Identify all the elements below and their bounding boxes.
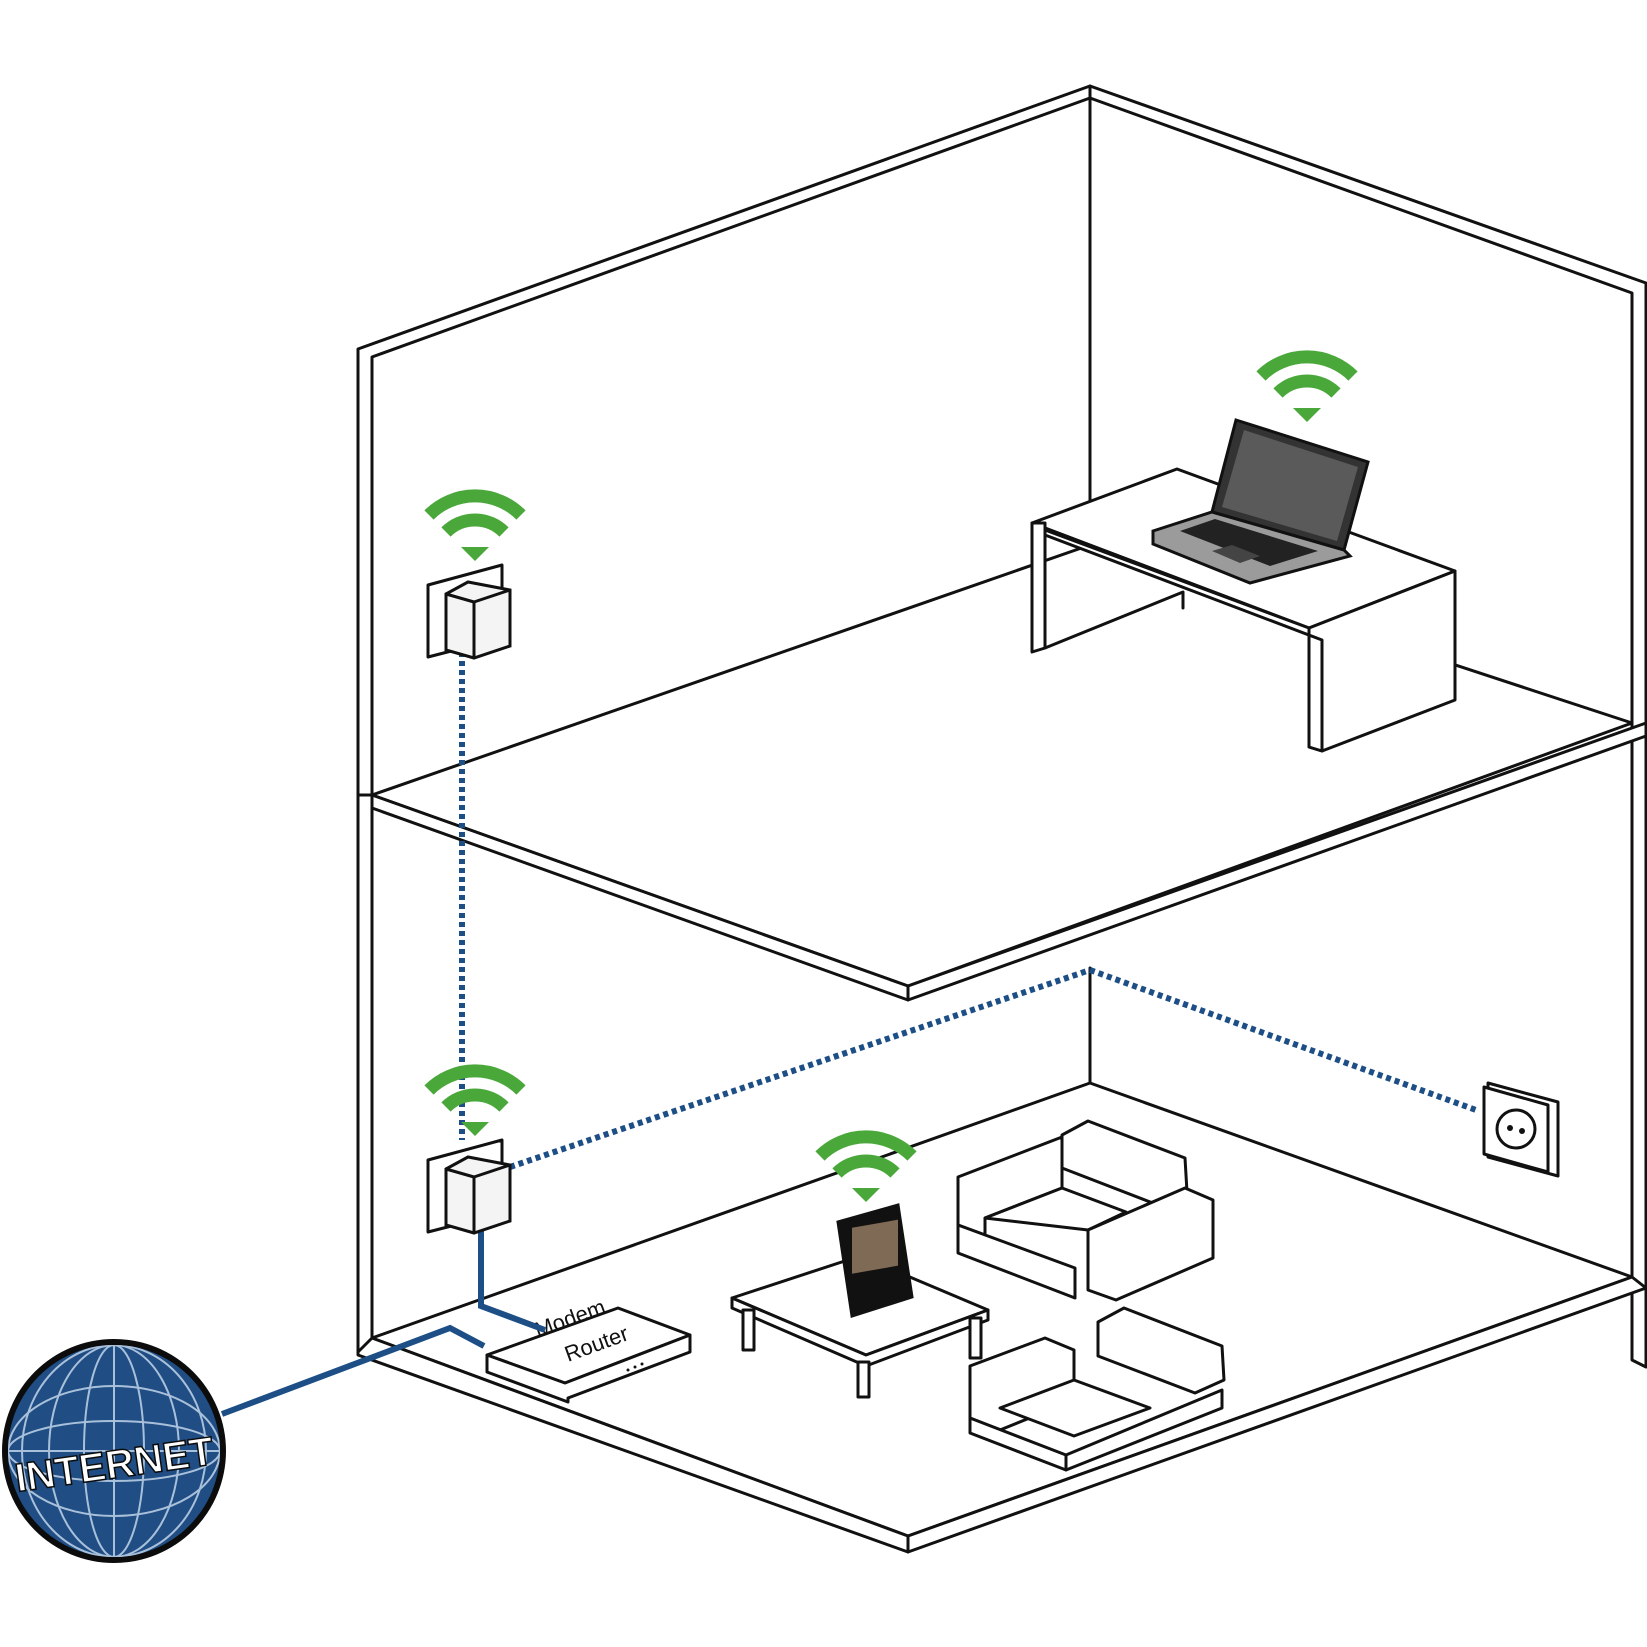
wifi-icon: [424, 1064, 526, 1136]
powerline-adapter-icon: [444, 1155, 512, 1235]
armchair-lower-back: [1096, 1306, 1226, 1395]
desk-front-left-leg: [1030, 521, 1047, 654]
desk-front-panel: [1043, 528, 1324, 753]
wifi-tablet: [815, 1130, 917, 1202]
laptop-keyboard: [1180, 519, 1318, 566]
ground-floor-front-right: [906, 1275, 1647, 1554]
wifi-lower-adapter: [424, 1064, 526, 1136]
armchair-lower-right-arm: [1064, 1388, 1224, 1472]
powerline-adapter-upper: [426, 563, 512, 660]
armchair-upper-front: [956, 1223, 1077, 1300]
modem-router: Modem Router: [485, 1294, 692, 1404]
wall-socket: [1482, 1081, 1560, 1178]
ethernet-adapter-to-router: [478, 1222, 547, 1333]
desk-back-leg: [1043, 590, 1185, 650]
coffee-table-leg-1: [741, 1308, 756, 1352]
armchair-lower: [968, 1306, 1226, 1472]
armchair-upper-right-arm: [1086, 1186, 1215, 1302]
tablet-app-grid: [852, 1219, 898, 1274]
network-connections: [220, 652, 1478, 1417]
modem-router-front: [485, 1333, 692, 1404]
tablet: [836, 1203, 914, 1318]
armchair-upper: [956, 1119, 1215, 1302]
armchair-lower-seat: [998, 1378, 1152, 1438]
wifi-laptop: [1256, 350, 1358, 422]
wall-socket-icon: [1495, 1108, 1537, 1150]
wifi-icon: [1256, 350, 1358, 422]
coffee-table-edge: [730, 1296, 990, 1368]
internet-globe: INTERNET: [2, 1339, 226, 1563]
coffee-table-leg-2: [856, 1360, 871, 1399]
powerline-to-back-corner: [509, 967, 1091, 1170]
coffee-table-leg-3: [968, 1316, 983, 1360]
laptop-touchpad: [1212, 545, 1260, 563]
powerline-adapter-icon: [444, 580, 512, 660]
powerline-to-socket: [1088, 967, 1478, 1113]
wifi-upper-adapter: [424, 489, 526, 561]
internet-line-to-router: [220, 1324, 486, 1417]
laptop: [1151, 418, 1370, 585]
wifi-icon: [424, 489, 526, 561]
upper-floor-front-right: [906, 721, 1647, 1002]
powerline-adapter-lower: [426, 1138, 512, 1235]
laptop-screen-glass: [1222, 430, 1358, 541]
globe-grid: [8, 1345, 220, 1557]
wifi-icon: [815, 1130, 917, 1202]
